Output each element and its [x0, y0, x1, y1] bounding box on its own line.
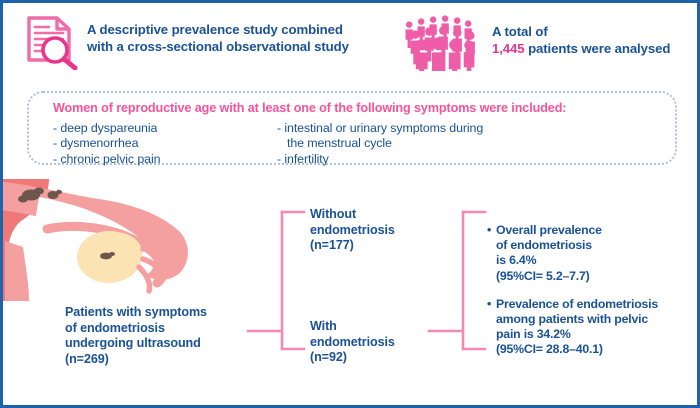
- study-flow-diagram: Patients with symptoms of endometriosis …: [3, 179, 697, 405]
- patient-count-value: 1,445: [492, 41, 525, 56]
- flow-node-without-endometriosis: Without endometriosis (n=177): [310, 207, 425, 254]
- inclusion-criteria-title: Women of reproductive age with at least …: [53, 101, 567, 115]
- with-line1: With: [310, 319, 337, 333]
- symptom-item: - chronic pelvic pain: [53, 151, 161, 166]
- patient-total-headline: A total of 1,445 patients were analysed: [492, 23, 692, 57]
- symptom-item: - intestinal or urinary symptoms during: [277, 121, 484, 135]
- overall-line1: Overall prevalence: [496, 223, 602, 237]
- uterus-ovary-endometriosis-illustration: [3, 179, 199, 301]
- source-line1: Patients with symptoms: [65, 305, 207, 319]
- people-group-icon: [401, 13, 487, 89]
- symptom-item: - infertility: [277, 151, 329, 166]
- without-count: (n=177): [310, 238, 354, 253]
- with-line2: endometriosis: [310, 334, 395, 349]
- result-pelvic-pain-prevalence: Prevalence of endometriosis among patien…: [487, 297, 692, 358]
- overall-ci: (95%CI= 5.2–7.7): [496, 268, 590, 283]
- study-design-headline: A descriptive prevalence study combined …: [87, 21, 387, 55]
- patient-total-line2: 1,445 patients were analysed: [492, 40, 692, 57]
- result-overall-prevalence: Overall prevalence of endometriosis is 6…: [487, 223, 692, 284]
- symptom-column-left: - deep dyspareunia - dysmenorrhea - chro…: [53, 121, 161, 167]
- patient-total-suffix: patients were analysed: [524, 41, 671, 56]
- flow-node-source: Patients with symptoms of endometriosis …: [65, 305, 243, 367]
- without-line1: Without: [310, 207, 357, 221]
- source-line3: undergoing ultrasound: [65, 336, 201, 351]
- study-design-line2: with a cross-sectional observational stu…: [87, 39, 349, 54]
- overall-value: is 6.4%: [496, 253, 537, 268]
- inclusion-criteria-box: Women of reproductive age with at least …: [27, 91, 677, 167]
- pelvic-line1: Prevalence of endometriosis: [496, 296, 659, 311]
- pelvic-line2: among patients with pelvic: [496, 312, 648, 327]
- patient-total-line1: A total of: [492, 24, 548, 39]
- header-row: A descriptive prevalence study combined …: [3, 3, 697, 89]
- document-magnifier-icon: [21, 14, 83, 71]
- symptom-item: - deep dyspareunia: [53, 121, 158, 135]
- symptom-item: - dysmenorrhea: [53, 136, 139, 151]
- with-count: (n=92): [310, 350, 347, 365]
- symptom-item-continuation: the menstrual cycle: [287, 136, 392, 151]
- without-line2: endometriosis: [310, 222, 395, 237]
- prevalence-results-list: Overall prevalence of endometriosis is 6…: [487, 223, 692, 358]
- source-count: (n=269): [65, 351, 109, 366]
- pelvic-ci: (95%CI= 28.8–40.1): [496, 342, 603, 357]
- source-line2: of endometriosis: [65, 320, 165, 335]
- symptom-column-right: - intestinal or urinary symptoms during …: [277, 121, 483, 167]
- flow-node-with-endometriosis: With endometriosis (n=92): [310, 319, 425, 366]
- overall-line2: of endometriosis: [496, 238, 592, 253]
- pelvic-value: pain is 34.2%: [496, 327, 571, 342]
- study-design-line1: A descriptive prevalence study combined: [87, 22, 343, 37]
